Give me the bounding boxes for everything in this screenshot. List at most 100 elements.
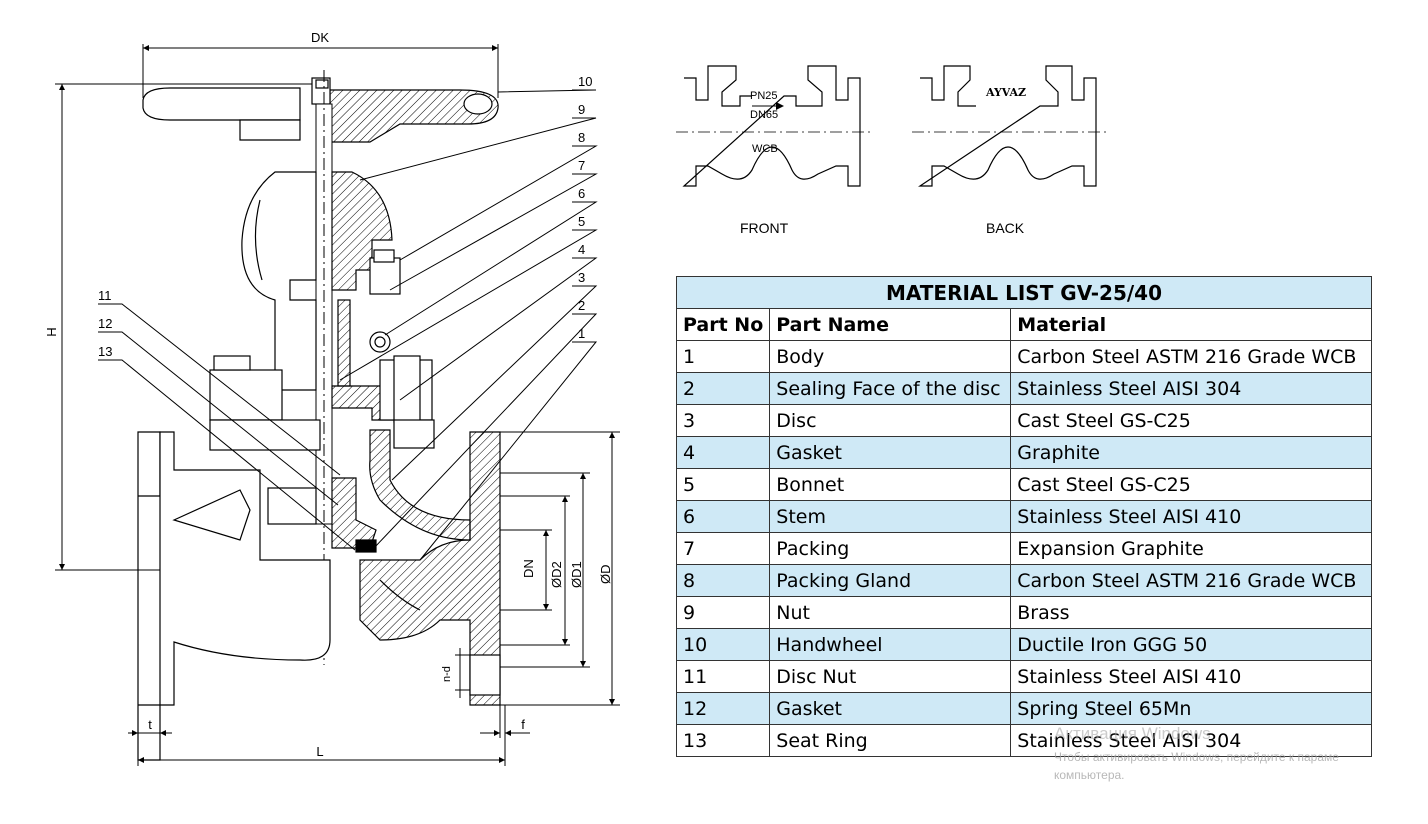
cell-part-name: Body — [769, 340, 1012, 373]
callout-7: 7 — [578, 158, 585, 173]
cell-part-name: Seat Ring — [769, 724, 1012, 757]
callout-1: 1 — [578, 326, 585, 341]
l-label: L — [316, 744, 323, 759]
cell-part-no: 10 — [675, 628, 771, 661]
cell-part-name: Disc Nut — [769, 660, 1012, 693]
cell-material: Carbon Steel ASTM 216 Grade WCB — [1010, 340, 1372, 373]
cell-part-no: 12 — [675, 692, 771, 725]
cell-part-name: Sealing Face of the disc — [769, 372, 1012, 405]
cell-part-name: Packing — [769, 532, 1012, 565]
back-view — [912, 65, 1106, 187]
material-list-table: MATERIAL LIST GV-25/40 Part No Part Name… — [675, 276, 1372, 757]
callout-leaders — [98, 89, 598, 561]
back-caption: BACK — [986, 220, 1025, 236]
cell-part-name: Stem — [769, 500, 1012, 533]
callout-5: 5 — [578, 214, 585, 229]
dk-label: DK — [311, 30, 329, 45]
cell-material: Brass — [1010, 596, 1372, 629]
d-label: ØD — [598, 565, 613, 585]
dn-label: DN — [521, 559, 536, 578]
cell-material: Stainless Steel AISI 304 — [1010, 372, 1372, 405]
callout-6: 6 — [578, 186, 585, 201]
table-title: MATERIAL LIST GV-25/40 — [676, 276, 1372, 309]
bonnet — [209, 171, 321, 451]
cell-part-no: 5 — [675, 468, 771, 501]
cell-part-no: 6 — [675, 500, 771, 533]
front-view — [676, 65, 870, 187]
table-header-row: Part No Part Name Material — [675, 308, 1372, 341]
cell-material: Stainless Steel AISI 410 — [1010, 660, 1372, 693]
cell-part-no: 7 — [675, 532, 771, 565]
cell-part-no: 1 — [675, 340, 771, 373]
cell-part-no: 9 — [675, 596, 771, 629]
cell-part-name: Handwheel — [769, 628, 1012, 661]
cell-material: Expansion Graphite — [1010, 532, 1372, 565]
t-label: t — [148, 717, 152, 732]
flange-dimensions — [455, 431, 620, 706]
cell-part-no: 11 — [675, 660, 771, 693]
cell-part-name: Disc — [769, 404, 1012, 437]
f-label: f — [521, 717, 525, 732]
d2-label: ØD2 — [549, 561, 564, 588]
windows-activation-text: Чтобы активировать Windows, перейдите к … — [1054, 750, 1339, 764]
cell-material: Spring Steel 65Mn — [1010, 692, 1372, 725]
cell-part-name: Bonnet — [769, 468, 1012, 501]
callout-10: 10 — [578, 74, 592, 89]
cell-part-name: Packing Gland — [769, 564, 1012, 597]
cell-material: Cast Steel GS-C25 — [1010, 404, 1372, 437]
cell-part-name: Nut — [769, 596, 1012, 629]
callout-11: 11 — [98, 288, 112, 303]
callout-4: 4 — [578, 242, 585, 257]
d1-label: ØD1 — [569, 561, 584, 588]
cell-part-no: 2 — [675, 372, 771, 405]
bonnet-section — [331, 171, 435, 449]
callout-3: 3 — [578, 270, 585, 285]
cell-part-no: 8 — [675, 564, 771, 597]
cell-material: Graphite — [1010, 436, 1372, 469]
callout-2: 2 — [578, 298, 585, 313]
cell-material: Stainless Steel AISI 410 — [1010, 500, 1372, 533]
cell-material: Carbon Steel ASTM 216 Grade WCB — [1010, 564, 1372, 597]
nd-label: n-d — [441, 666, 453, 682]
cell-part-no: 3 — [675, 404, 771, 437]
callout-13: 13 — [98, 344, 112, 359]
front-mark-dn65: DN65 — [750, 109, 778, 121]
windows-activation-text-2: компьютера. — [1054, 768, 1125, 782]
windows-activation-title: Активация Windows — [1054, 724, 1211, 743]
valve-body — [137, 429, 501, 761]
front-mark-pn25: PN25 — [750, 90, 778, 102]
h-label: H — [44, 327, 59, 336]
dk-dimension — [142, 44, 499, 98]
cell-material: Ductile Iron GGG 50 — [1010, 628, 1372, 661]
cell-part-no: 13 — [675, 724, 771, 757]
front-mark-wcb: WCB — [752, 143, 778, 155]
length-dimensions — [128, 705, 530, 766]
front-caption: FRONT — [740, 220, 789, 236]
callout-8: 8 — [578, 130, 585, 145]
header-material: Material — [1010, 308, 1372, 341]
handwheel — [142, 77, 499, 143]
callout-12: 12 — [98, 316, 112, 331]
header-part-no: Part No — [675, 308, 771, 341]
callout-9: 9 — [578, 102, 585, 117]
cell-part-name: Gasket — [769, 436, 1012, 469]
cell-material: Stainless Steel AISI 304 — [1010, 724, 1372, 757]
cell-material: Cast Steel GS-C25 — [1010, 468, 1372, 501]
cell-part-no: 4 — [675, 436, 771, 469]
header-part-name: Part Name — [769, 308, 1012, 341]
